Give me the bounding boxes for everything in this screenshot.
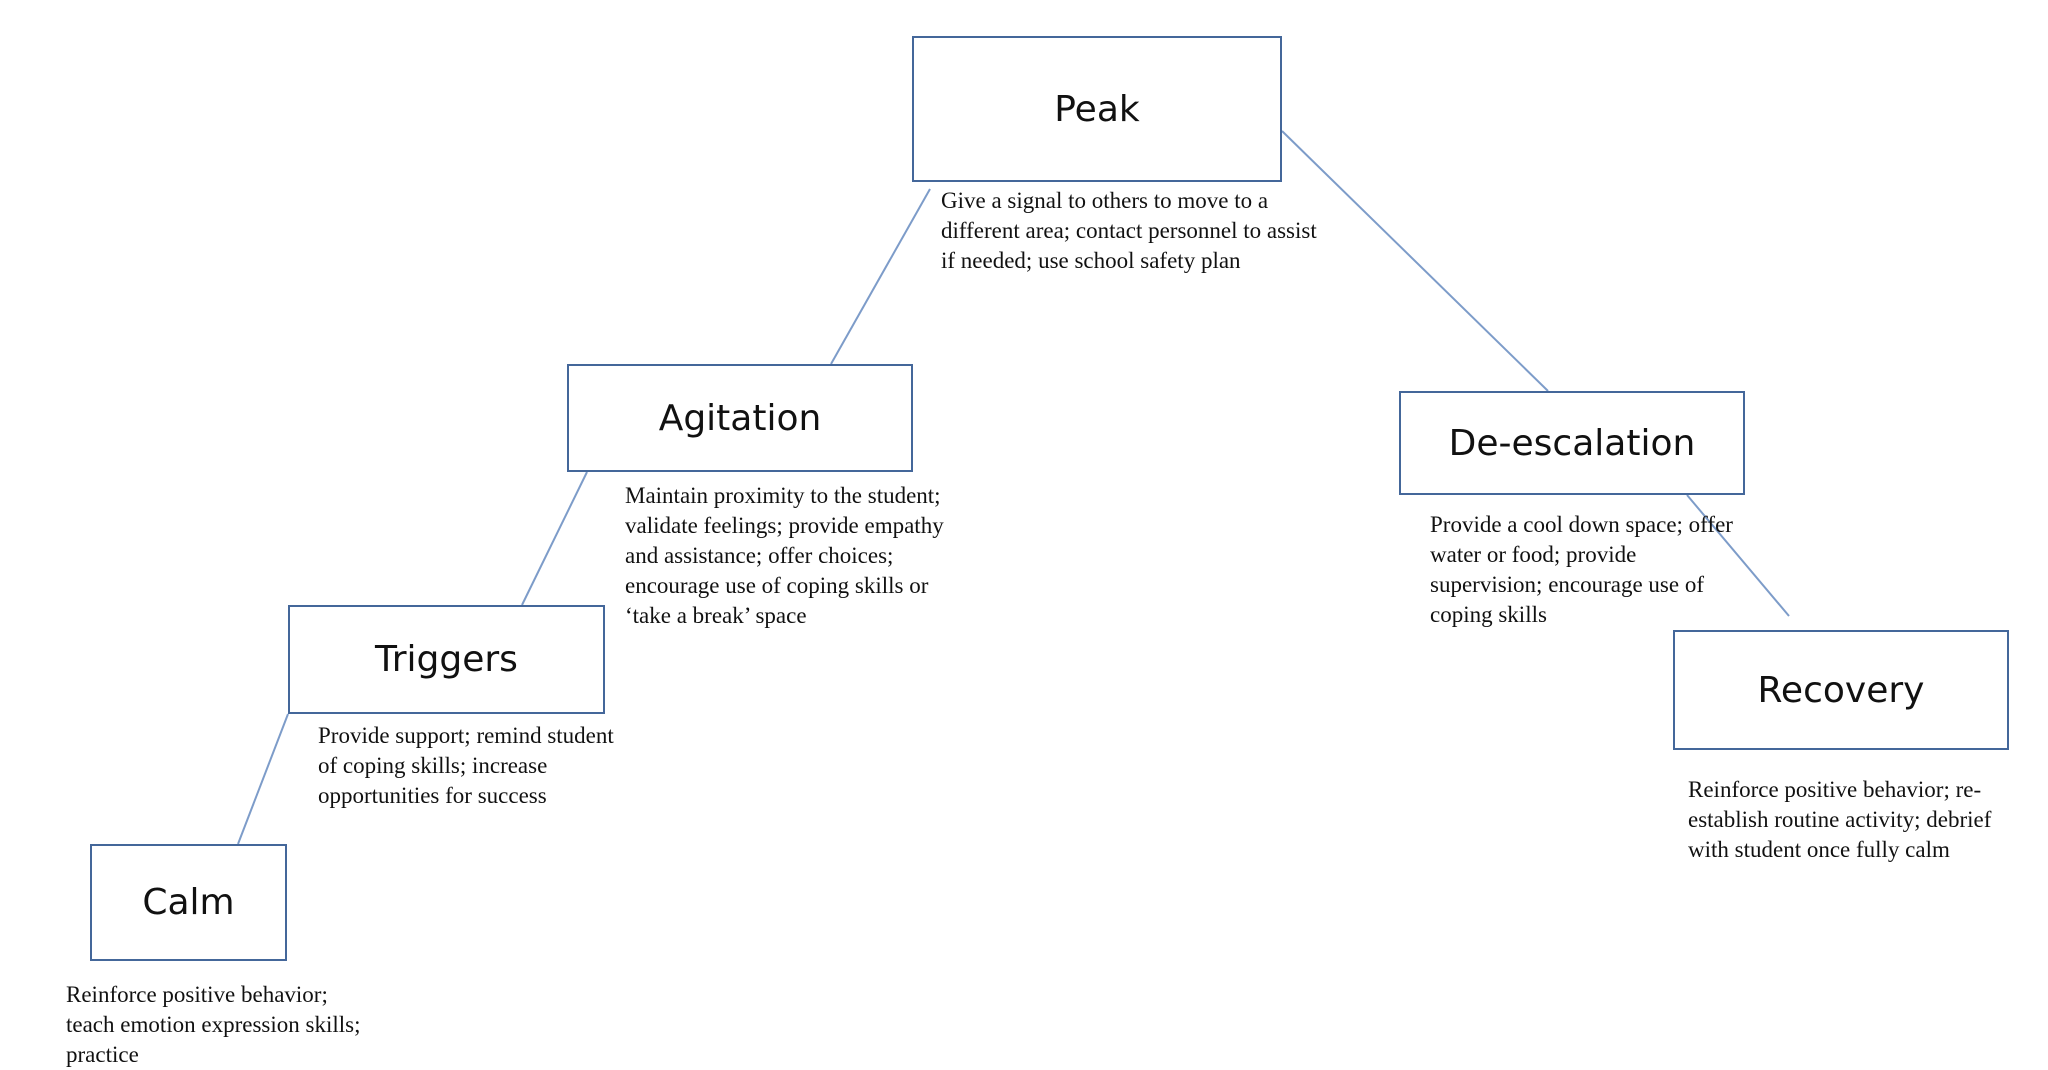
connector-deescalation-recovery [1686, 494, 1790, 617]
stage-box-agitation: Agitation [567, 364, 913, 472]
connector-triggers-agitation [521, 471, 588, 606]
stage-box-calm: Calm [90, 844, 287, 961]
connector-peak-deescalation [1281, 130, 1549, 392]
connector-agitation-peak [830, 188, 931, 365]
stage-note-peak: Give a signal to others to move to a dif… [941, 188, 1317, 273]
stage-note-calm: Reinforce positive behavior; teach emoti… [66, 982, 361, 1067]
connector-calm-triggers [237, 713, 289, 845]
stage-label-calm: Calm [142, 882, 235, 923]
stage-box-recovery: Recovery [1673, 630, 2009, 750]
stage-note-recovery: Reinforce positive behavior; re-establis… [1688, 777, 1992, 862]
stage-note-deescalation: Provide a cool down space; offer water o… [1430, 512, 1733, 627]
stage-box-deescalation: De-escalation [1399, 391, 1745, 495]
stage-label-agitation: Agitation [658, 397, 822, 439]
stage-label-peak: Peak [1054, 88, 1140, 130]
stage-note-agitation: Maintain proximity to the student; valid… [625, 483, 944, 628]
stage-label-recovery: Recovery [1757, 669, 1925, 711]
stage-note-triggers: Provide support; remind student of copin… [318, 723, 614, 808]
stage-box-triggers: Triggers [288, 605, 605, 714]
stage-box-peak: Peak [912, 36, 1282, 182]
stage-label-deescalation: De-escalation [1448, 422, 1696, 464]
stage-label-triggers: Triggers [375, 639, 518, 680]
